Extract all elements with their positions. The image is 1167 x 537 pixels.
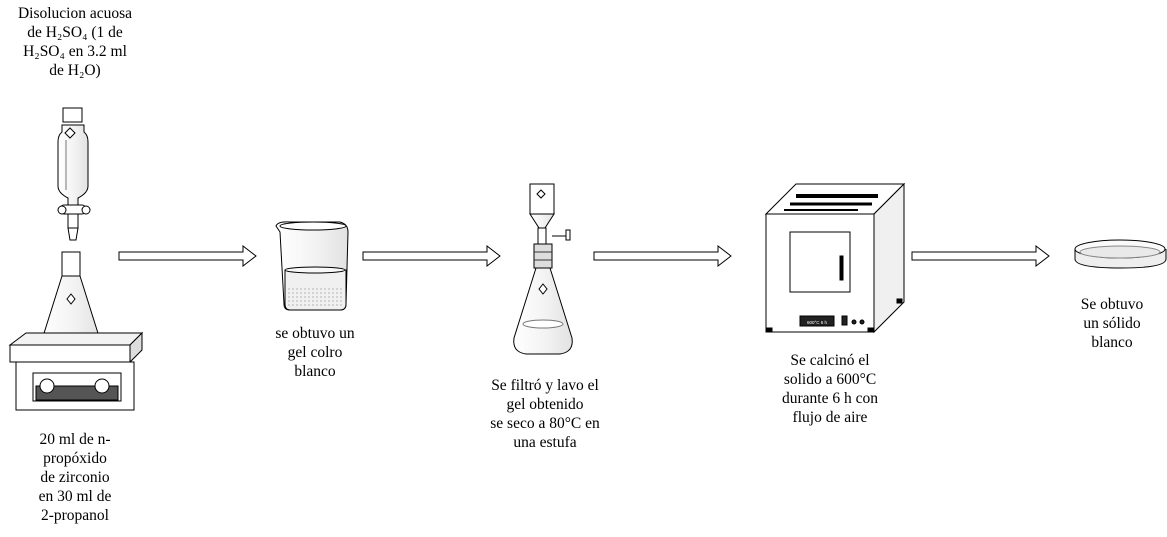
step-label-line: Se calcinó el [790, 352, 870, 369]
step-label-line: se seco a 80°C en [490, 415, 600, 432]
acid-label-line: H₂SO₄ en 3.2 ml [23, 43, 127, 60]
step-label-line: se obtuvo un [275, 325, 355, 342]
step-label-line: un sólido [1083, 315, 1141, 332]
step-label-line: blanco [1091, 334, 1133, 351]
process-arrow [911, 244, 1050, 268]
petri-dish-icon [1074, 239, 1167, 269]
step-label-line: en 30 ml de [38, 488, 112, 505]
step-3-label: Se filtró y lavo el gel obtenido se seco… [465, 376, 625, 452]
oven-icon [764, 182, 906, 334]
step-5-label: Se obtuvo un sólido blanco [1062, 295, 1162, 352]
step-label-line: gel colro [287, 344, 343, 361]
process-arrow [593, 244, 732, 268]
step-4-label: Se calcinó el solido a 600°C durante 6 h… [755, 351, 905, 427]
buchner-filtration-icon [513, 183, 573, 355]
step-1-label: 20 ml de n- propóxido de zirconio en 30 … [10, 430, 140, 525]
step-label-line: flujo de aire [792, 409, 868, 426]
step-label-line: propóxido [43, 450, 107, 467]
oven-display: 600°C 6 h [807, 320, 828, 325]
beaker-icon [275, 221, 349, 311]
process-arrow [362, 244, 501, 268]
acid-label-line: de H₂O) [49, 62, 101, 79]
process-arrow [118, 244, 257, 268]
step-label-line: una estufa [513, 434, 577, 451]
step-label-line: 20 ml de n- [39, 431, 111, 448]
separatory-funnel-icon [57, 107, 91, 241]
step-label-line: 2-propanol [40, 507, 109, 524]
acid-label-line: Disolucion acuosa [17, 5, 133, 22]
step-label-line: Se obtuvo [1080, 296, 1144, 313]
hot-plate-stirrer-icon [8, 331, 144, 411]
acid-solution-label: Disolucion acuosa de H₂SO₄ (1 de H₂SO₄ e… [0, 4, 150, 80]
acid-label-line: de H₂SO₄ (1 de [27, 24, 123, 41]
step-label-line: solido a 600°C [783, 371, 877, 388]
step-label-line: gel obtenido [506, 396, 584, 413]
step-label-line: blanco [294, 363, 336, 380]
step-label-line: de zirconio [40, 469, 110, 486]
step-label-line: durante 6 h con [782, 390, 878, 407]
step-2-label: se obtuvo un gel colro blanco [245, 324, 385, 381]
step-label-line: Se filtró y lavo el [491, 377, 599, 394]
